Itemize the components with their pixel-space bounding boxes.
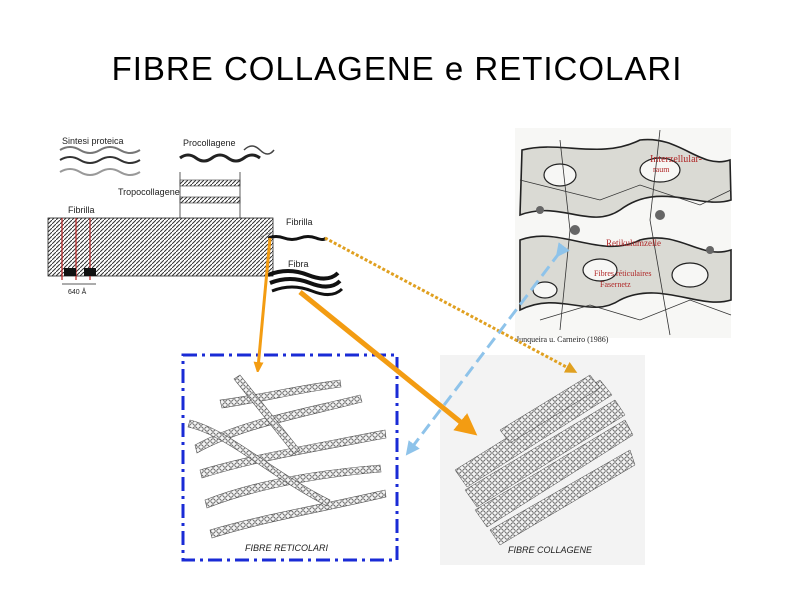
label-credit: Junqueira u. Carneiro (1986): [516, 335, 609, 344]
label-scale: 640 Å: [68, 287, 87, 296]
label-tropocollagene: Tropocollagene: [118, 187, 180, 197]
label-fibres-reticulaires: Fibres réticulaires: [594, 269, 652, 278]
arrow-micrograph-to-reticular: [405, 242, 570, 456]
label-fibra: Fibra: [288, 259, 309, 269]
reticular-fibres-panel: FIBRE RETICOLARI: [181, 353, 399, 562]
label-interzellular: Interzellular-: [650, 154, 702, 165]
label-retikulumzelle: Retikulumzelle: [606, 238, 661, 248]
label-fibrilla-right: Fibrilla: [286, 217, 313, 227]
label-sintesi: Sintesi proteica: [62, 136, 124, 146]
label-fasernetz: Fasernetz: [600, 280, 631, 289]
arrow-fibrilla-to-reticular: [258, 237, 272, 368]
label-fibrilla: Fibrilla: [68, 205, 95, 215]
collagen-fibres-panel: FIBRE COLLAGENE: [440, 355, 645, 565]
reticular-network-micrograph: Interzellular- raum Retikulumzelle Fibre…: [515, 128, 732, 344]
caption-reticolari: FIBRE RETICOLARI: [245, 543, 329, 553]
collagen-synthesis-schematic: Sintesi proteica Procollagene Tropocolla…: [47, 136, 344, 296]
page-title: FIBRE COLLAGENE e RETICOLARI: [111, 50, 683, 87]
label-procollagene: Procollagene: [183, 138, 236, 148]
caption-collagene: FIBRE COLLAGENE: [508, 545, 593, 555]
label-raum: raum: [653, 165, 670, 174]
